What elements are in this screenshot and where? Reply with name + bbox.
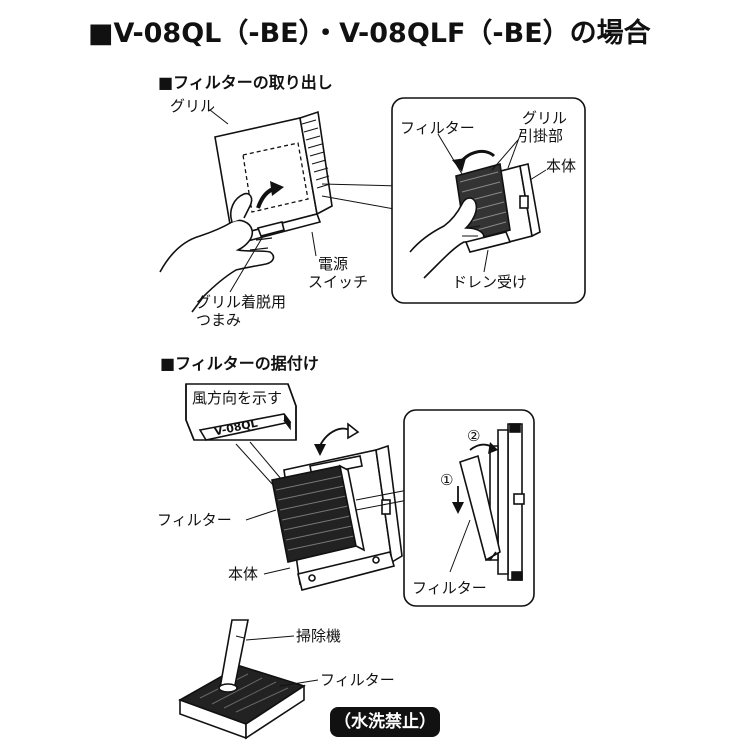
page-title: ■V-08QL（-BE）・V-08QLF（-BE）の場合: [88, 18, 651, 49]
label-grill-knob-line2: つまみ: [196, 311, 242, 329]
label-grill-hook-line2: 引掛部: [518, 127, 564, 145]
label-body-install: 本体: [228, 565, 259, 583]
label-power-line2: スイッチ: [308, 273, 369, 291]
label-grill-hook-line1: グリル: [522, 109, 568, 127]
label-grill: グリル: [170, 97, 216, 115]
label-filter: フィルター: [400, 119, 475, 137]
step-1-marker: ①: [440, 471, 454, 489]
label-body: 本体: [546, 157, 577, 175]
section-heading-filter-install: ■フィルターの据付け: [160, 354, 319, 373]
filter-removal-detail: [391, 97, 586, 304]
label-power-line1: 電源: [318, 255, 349, 273]
label-vacuum: 掃除機: [296, 627, 342, 645]
label-grill-knob-line1: グリル着脱用: [196, 293, 287, 311]
filter-install-illustration: [185, 383, 409, 591]
no-water-wash-badge: （水洗禁止）: [330, 707, 440, 737]
label-filter-vacuum: フィルター: [320, 671, 395, 689]
label-drain-pan: ドレン受け: [452, 273, 528, 291]
vacuum-cleaning-illustration: [178, 619, 319, 740]
label-filter-install: フィルター: [157, 511, 232, 529]
no-water-wash-label: （水洗禁止）: [334, 712, 436, 732]
step-2-marker: ②: [467, 427, 481, 445]
section-heading-filter-removal: ■フィルターの取り出し: [158, 73, 333, 92]
label-wind-direction: 風方向を示す: [192, 389, 283, 407]
filter-install-detail: [403, 409, 535, 607]
unit-with-grill-illustration: [159, 109, 401, 313]
label-filter-detail: フィルター: [412, 579, 487, 597]
